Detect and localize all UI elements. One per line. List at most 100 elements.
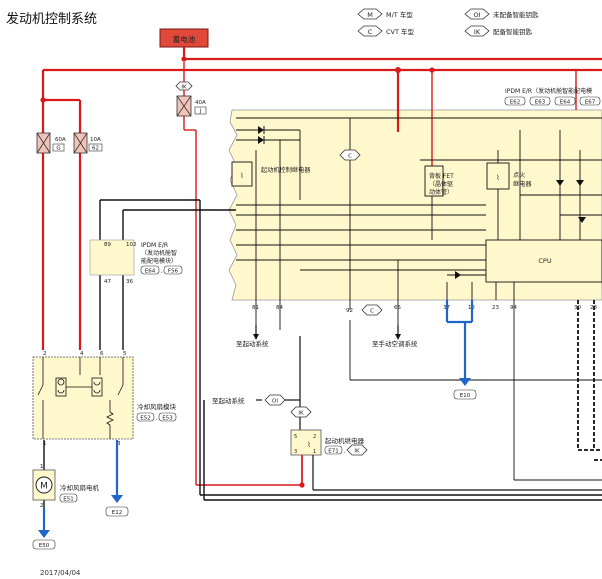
separator: , xyxy=(156,415,158,421)
relay-coil-icon: ⌇ xyxy=(307,441,310,449)
cpu-label: CPU xyxy=(538,257,551,265)
pin-label: 3 xyxy=(294,449,297,455)
fuse-amp: 60A xyxy=(55,137,66,143)
pin-label: 84 xyxy=(276,305,283,311)
separator: , xyxy=(344,448,346,454)
fuse-id: J xyxy=(199,109,202,115)
fet-label: （晶体驱 xyxy=(429,180,453,188)
ik-tag-top xyxy=(175,81,193,91)
pin-label: 92 xyxy=(346,308,353,314)
legend-text: 配备智能钥匙 xyxy=(493,27,533,36)
ipdm-internals: IPDM E/R（发动机舱智能配电模 E62 E63 E64 E67 xyxy=(231,87,602,481)
pin-label: 6 xyxy=(100,351,104,357)
ipdm-small-label: （发动机舱智 xyxy=(141,249,177,257)
ignition-relay-label: 继电器 xyxy=(513,180,532,188)
page-title: 发动机控制系统 xyxy=(6,12,98,27)
pin-label: 47 xyxy=(104,279,111,285)
legend-tag-m xyxy=(357,8,383,20)
ik-tag-mid xyxy=(290,406,312,418)
legend-text: CVT 车型 xyxy=(386,27,415,36)
fet-label: 动体管） xyxy=(429,188,453,196)
connector-label: E52 xyxy=(140,415,150,421)
ground-e50: E50 xyxy=(32,530,56,550)
starter-relay-name: 起动机继电器 xyxy=(325,436,365,445)
oi-tag-text: OI xyxy=(272,399,278,405)
starter-relay: 5 3 2 1 ⌇ 起动机继电器 E71 , IK xyxy=(290,429,368,456)
pin-label: 65 xyxy=(394,305,401,311)
fan-module-label: 冷却风扇模块 xyxy=(137,402,177,411)
ground-e10: E10 xyxy=(453,378,477,400)
note-to-starting-2: 至起动系统 xyxy=(212,396,245,405)
pin-label: 36 xyxy=(126,279,133,285)
ground-label: E12 xyxy=(112,510,122,516)
c-tag-text: C xyxy=(348,154,352,160)
ik-tag-mid-text: IK xyxy=(298,411,304,417)
pin-label: 1 xyxy=(313,449,316,455)
fuse-amp: 40A xyxy=(195,100,206,106)
pin-label: 2 xyxy=(40,503,44,509)
ground-label: E10 xyxy=(460,393,471,399)
separator: , xyxy=(161,268,163,274)
ignition-relay-label: 点火 xyxy=(513,171,525,179)
pin-label: 81 xyxy=(252,305,259,311)
fet-label: 背板 FET xyxy=(429,172,454,180)
c-tag-pin92 xyxy=(361,304,383,316)
legend-tag-c xyxy=(357,25,383,37)
connector-label: E67 xyxy=(585,99,596,105)
ipdm-small-label: IPDM E/R xyxy=(141,242,168,249)
pin-label: 102 xyxy=(126,242,137,248)
black-wires xyxy=(43,199,602,525)
pin-label: 1 xyxy=(40,464,44,470)
relay-coil-icon: ⌇ xyxy=(496,174,499,182)
fuse-10a: 10A 62 xyxy=(73,132,103,154)
ipdm-small-box: 89 102 47 36 IPDM E/R （发动机舱智 能配电模块） E64 … xyxy=(89,239,183,285)
relay-coil-icon: ⌇ xyxy=(240,172,243,180)
blue-wire-ipdm xyxy=(445,300,474,378)
legend-text: M/T 车型 xyxy=(386,10,413,19)
pin-label: 3 xyxy=(117,441,121,447)
fuse-40a: 40A J xyxy=(176,95,207,117)
shielded-wires xyxy=(577,300,602,461)
diodes xyxy=(258,126,586,279)
fuse-60a: 60A G xyxy=(36,132,66,154)
battery-label: 蓄电池 xyxy=(173,34,196,44)
legend: M M/T 车型 C CVT 车型 OI 未配备智能钥匙 IK 配备智能钥匙 xyxy=(357,8,539,37)
connector-label: E64 xyxy=(145,268,156,274)
legend-code: C xyxy=(368,28,373,36)
starter-ik-tag xyxy=(346,444,368,456)
fan-motor: M 1 2 冷却风扇电机 E51 xyxy=(32,464,100,509)
ground-label: E50 xyxy=(39,543,50,549)
connector-label: E62 xyxy=(510,99,520,105)
pin-label: 89 xyxy=(104,242,111,248)
pin-label: 94 xyxy=(510,305,517,311)
note-to-starting: 至起动系统 xyxy=(236,339,269,348)
fuse-id: 62 xyxy=(92,146,99,152)
starter-black-wires xyxy=(312,455,602,491)
footer-date: 2017/04/04 xyxy=(40,569,81,577)
legend-tag-ik xyxy=(464,25,490,37)
pin-label: 1 xyxy=(43,441,47,447)
c-tag-text: C xyxy=(370,309,374,315)
connector-label: E63 xyxy=(535,99,546,105)
fan-module: 2 4 6 5 1 3 冷却风扇模块 E52 , E53 xyxy=(32,351,177,447)
connector-label: E51 xyxy=(63,496,73,502)
ipdm-small-label: 能配电模块） xyxy=(141,257,177,265)
pin-label: 5 xyxy=(123,351,127,357)
legend-code: IK xyxy=(474,28,481,36)
pin-label: 23 xyxy=(492,305,499,311)
connector-label: F56 xyxy=(168,268,179,274)
legend-tag-oi xyxy=(464,8,490,20)
pin-label: 5 xyxy=(294,434,297,440)
fuse-amp: 10A xyxy=(90,137,101,143)
starter-relay-label: 起动机控制继电器 xyxy=(261,166,311,174)
system-arrows xyxy=(253,325,401,340)
ground-e12: E12 xyxy=(105,495,129,517)
pin-label: 4 xyxy=(80,351,84,357)
red-thin-wires xyxy=(183,62,577,486)
starter-ik-text: IK xyxy=(354,449,360,455)
oi-tag xyxy=(264,394,286,406)
pin-label: 2 xyxy=(313,434,316,440)
motor-symbol: M xyxy=(40,482,48,492)
ik-tag-top-text: IK xyxy=(181,85,187,91)
